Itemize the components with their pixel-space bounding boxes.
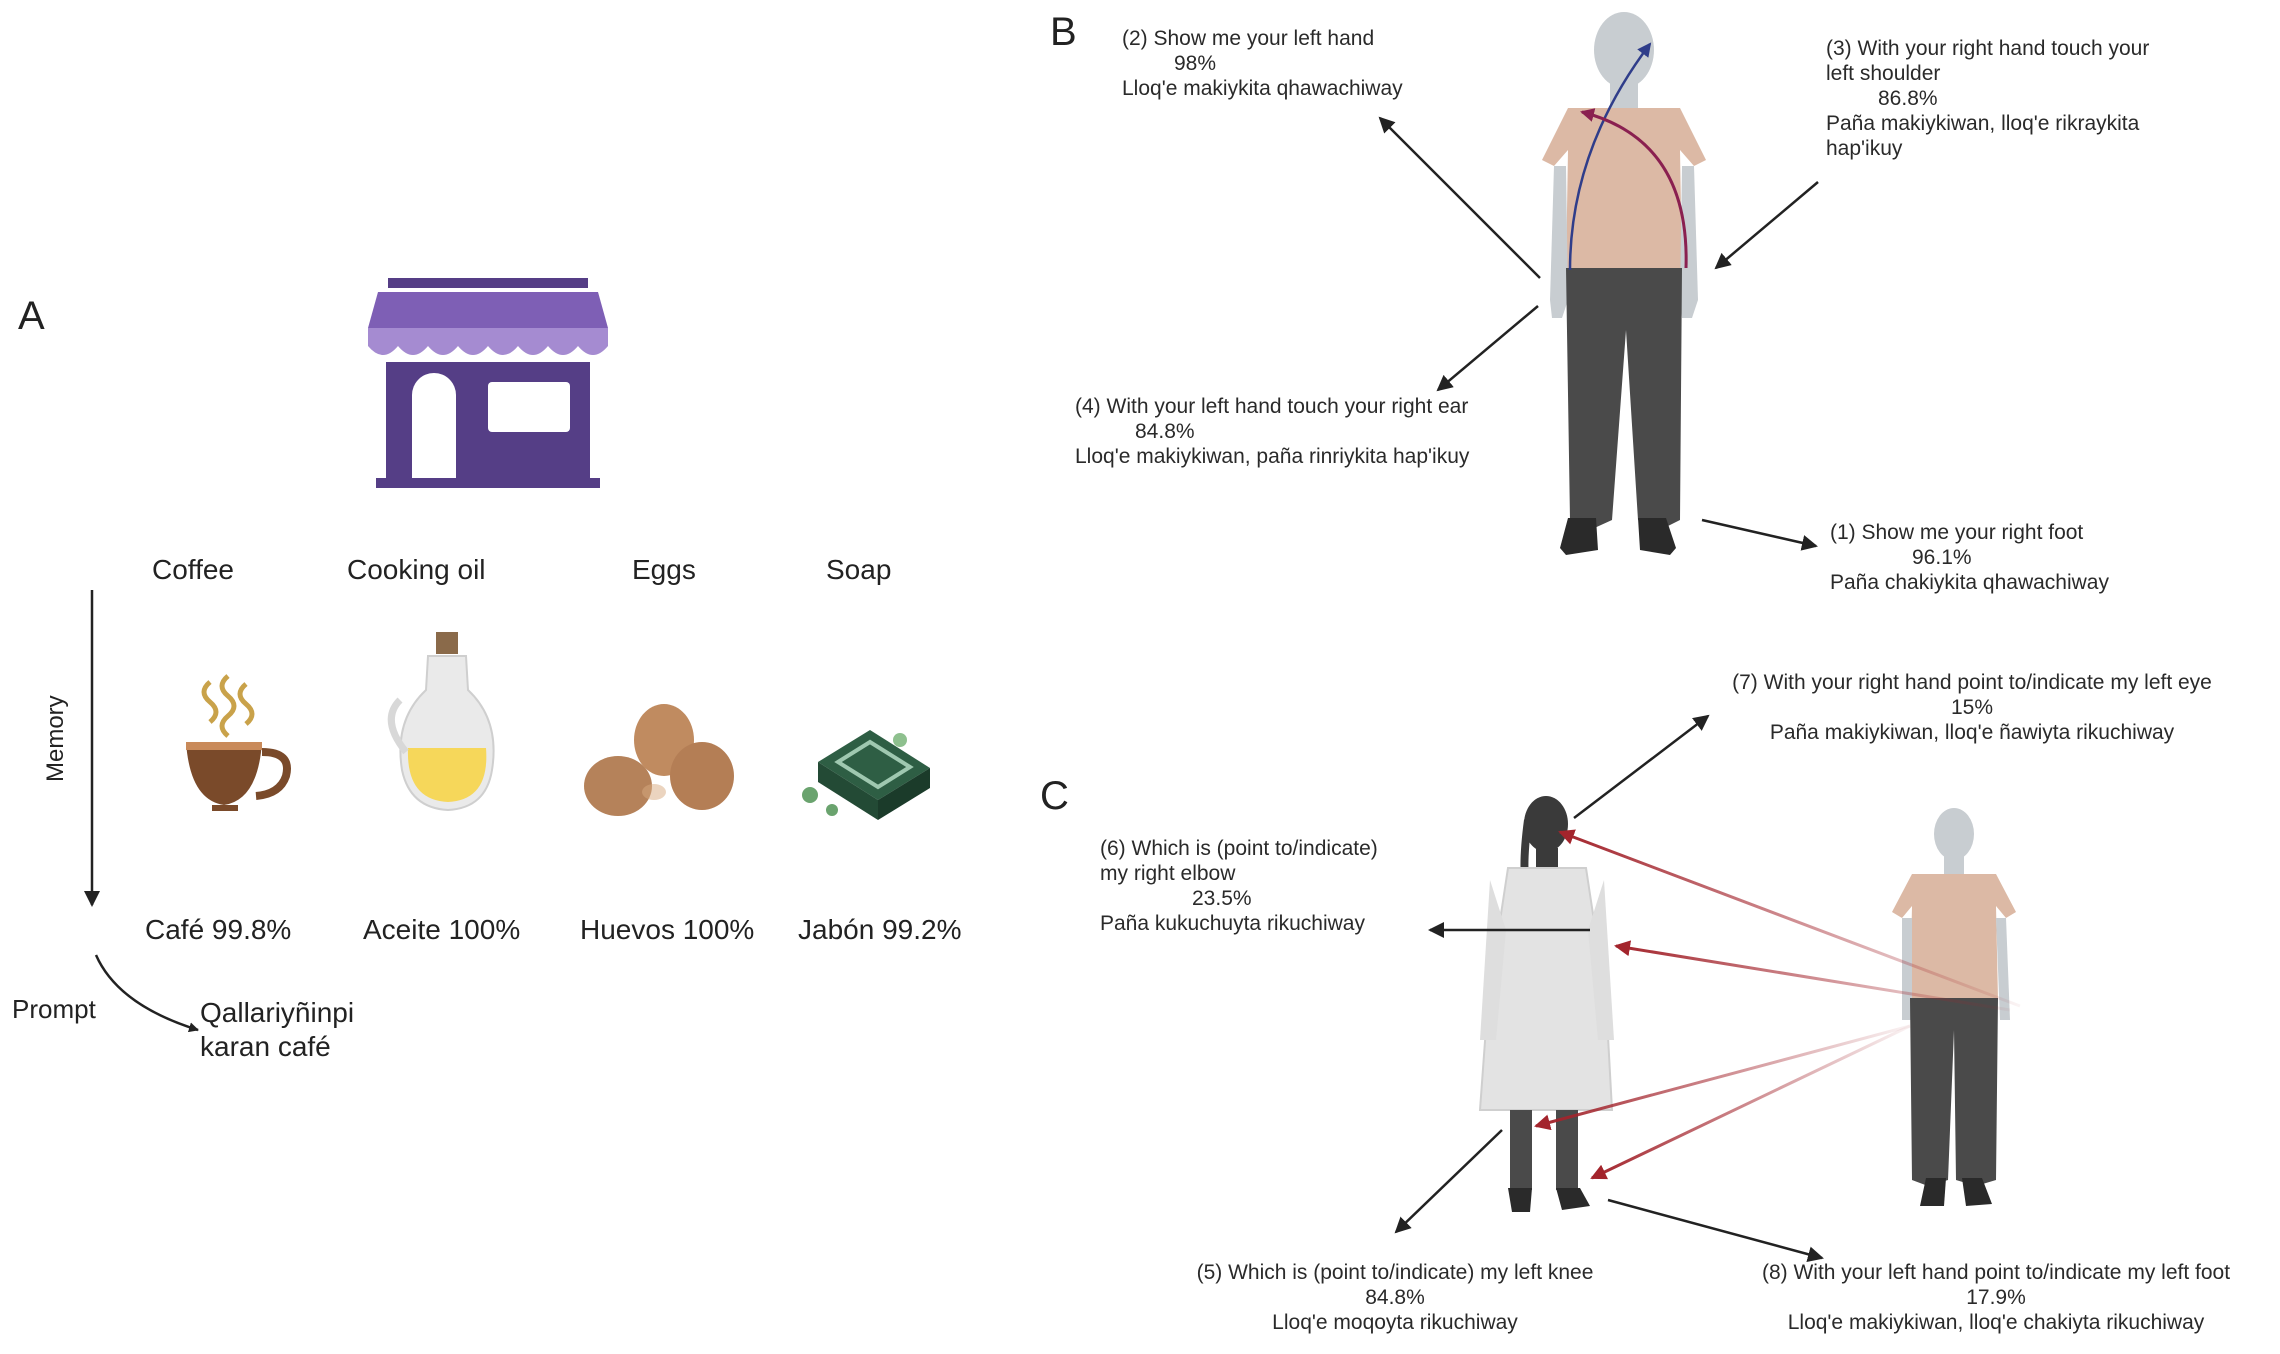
doctor-figure	[1478, 796, 1614, 1212]
instruction-7: (7) With your right hand point to/indica…	[1732, 671, 2212, 744]
touch-path-magenta	[1580, 108, 1688, 269]
panel-label-a: A	[18, 294, 45, 338]
eggs-icon	[584, 704, 734, 816]
panel-label-c: C	[1040, 774, 1069, 818]
coffee-cup-icon	[186, 674, 291, 811]
instruction-4: (4) With your left hand touch your right…	[1075, 395, 1470, 468]
instruction-2: (2) Show me your left hand 98% Lloq'e ma…	[1122, 27, 1403, 100]
result-coffee: Café 99.8%	[145, 914, 292, 945]
instruction-6: (6) Which is (point to/indicate) my righ…	[1100, 837, 1378, 935]
item-label-soap: Soap	[826, 554, 892, 585]
prompt-text: Qallariyñinpi karan café	[200, 997, 355, 1062]
person-figure-b	[1542, 12, 1706, 555]
panel-label-b: B	[1050, 10, 1077, 54]
store-icon	[368, 278, 608, 488]
memory-label: Memory	[42, 695, 69, 782]
instruction-1: (1) Show me your right foot 96.1% Paña c…	[1830, 521, 2109, 594]
oil-bottle-icon	[387, 632, 495, 812]
prompt-label: Prompt	[12, 994, 96, 1024]
result-eggs: Huevos 100%	[580, 914, 755, 945]
instruction-3: (3) With your right hand touch your left…	[1826, 37, 2150, 160]
item-label-oil: Cooking oil	[347, 554, 486, 585]
prompt-arrow	[94, 954, 199, 1033]
pointing-arrows	[1534, 829, 2021, 1180]
result-oil: Aceite 100%	[363, 914, 521, 945]
touch-path-blue	[1568, 42, 1652, 271]
item-label-coffee: Coffee	[152, 554, 234, 585]
item-label-eggs: Eggs	[632, 554, 696, 585]
instruction-5: (5) Which is (point to/indicate) my left…	[1196, 1261, 1594, 1334]
instruction-8: (8) With your left hand point to/indicat…	[1761, 1261, 2231, 1334]
result-soap: Jabón 99.2%	[798, 914, 962, 945]
soap-icon	[802, 730, 930, 820]
